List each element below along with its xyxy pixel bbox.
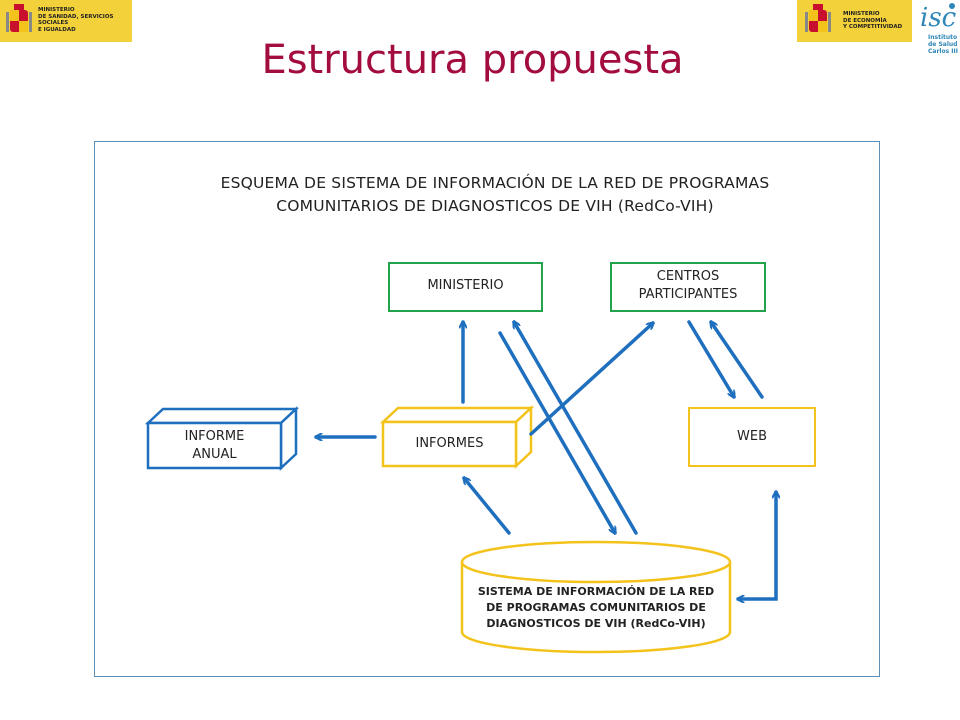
ministerio-box (388, 262, 543, 312)
arrow-centros-to-web (687, 320, 734, 397)
web-label: WEB (737, 429, 767, 444)
diagram-frame (94, 141, 880, 677)
arrow-sistema-web-connector (736, 490, 776, 599)
arrow-sistema-to-ministerio (514, 322, 638, 535)
informe-anual-box (144, 406, 300, 471)
arrow-ministerio-to-sistema (498, 331, 615, 533)
informes-box (379, 405, 535, 469)
informes-label: INFORMES (415, 436, 484, 451)
diagram-heading: ESQUEMA DE SISTEMA DE INFORMACIÓN DE LA … (220, 174, 770, 215)
informe-anual-label: INFORME ANUAL (184, 429, 245, 462)
ministerio-sanidad-text: MINISTERIO DE SANIDAD, SERVICIOS SOCIALE… (38, 7, 114, 33)
isciii-logo-icon: isc (920, 3, 957, 33)
centros-label: CENTROS PARTICIPANTES (638, 269, 738, 302)
coat-of-arms-icon (805, 4, 831, 32)
page-title: Estructura propuesta (261, 37, 684, 83)
sistema-label: SISTEMA DE INFORMACIÓN DE LA RED DE PROG… (477, 585, 715, 630)
web-box (688, 407, 816, 467)
arrow-informes-to-centros (529, 323, 653, 436)
arrow-sistema-to-informes (464, 478, 511, 535)
centros-box (610, 262, 766, 312)
ministerio-economia-text: MINISTERIO DE ECONOMÍA Y COMPETITIVIDAD (843, 11, 903, 30)
ministerio-economia-logo: MINISTERIO DE ECONOMÍA Y COMPETITIVIDAD (797, 0, 912, 42)
ministerio-sanidad-logo: MINISTERIO DE SANIDAD, SERVICIOS SOCIALE… (0, 0, 132, 42)
arrow-web-to-centros (711, 322, 764, 399)
sistema-database-cylinder (460, 540, 732, 654)
isciii-text: Instituto de Salud Carlos III (928, 34, 958, 55)
coat-of-arms-icon (6, 4, 32, 32)
ministerio-label: MINISTERIO (427, 278, 504, 293)
